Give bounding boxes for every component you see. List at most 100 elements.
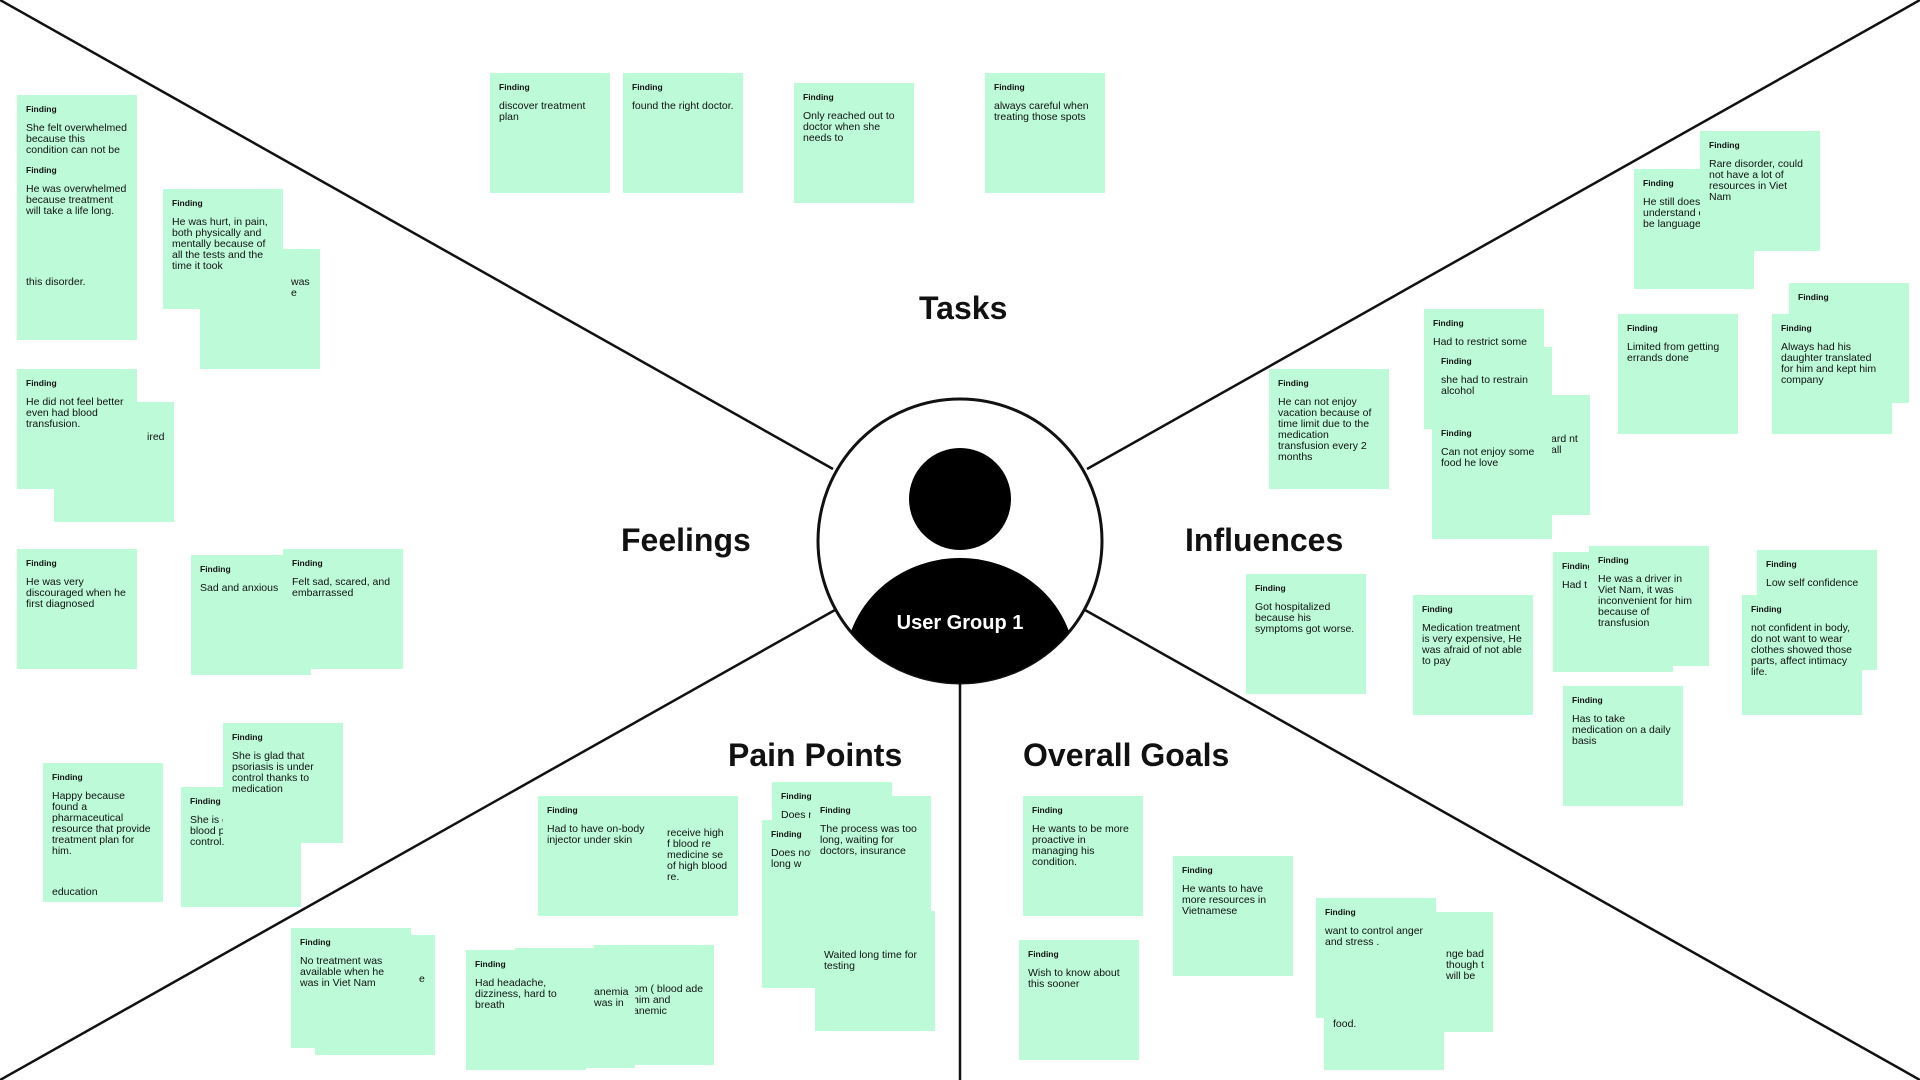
sticky-note[interactable]: Finding not confident in body, do not wan…: [1742, 595, 1862, 715]
sticky-note[interactable]: Finding He did not feel better even had b…: [17, 369, 137, 489]
note-text: she had to restrain alcohol: [1441, 374, 1528, 397]
note-tag: Finding: [1441, 428, 1472, 438]
note-text: He wants to have more resources in Vietn…: [1182, 883, 1267, 917]
sticky-note[interactable]: Finding found the right doctor.: [623, 73, 743, 193]
note-text: om ( blood ade him and anemic: [633, 983, 704, 1017]
note-tag: Finding: [1709, 140, 1740, 150]
note-tag: Finding: [200, 564, 231, 574]
note-tag: Finding: [1433, 318, 1464, 328]
note-tag: Finding: [632, 82, 663, 92]
note-tag: Finding: [1751, 604, 1782, 614]
note-tag: Finding: [26, 378, 57, 388]
note-text: He wants to be more proactive in managin…: [1032, 823, 1129, 868]
note-text: He was hurt, in pain, both physically an…: [172, 216, 268, 272]
section-title-overall-goals: Overall Goals: [1023, 737, 1230, 773]
note-text: Had headache, dizziness, hard to breath: [475, 977, 557, 1011]
note-text: The process was too long, waiting for do…: [820, 823, 917, 857]
note-text: food.: [1333, 1018, 1357, 1030]
section-title-tasks: Tasks: [919, 290, 1008, 326]
note-text: ard nt all: [1551, 433, 1578, 456]
note-text: not confident in body, do not want to we…: [1751, 622, 1852, 678]
note-text: Low self confidence: [1766, 577, 1859, 589]
section-title-pain-points: Pain Points: [728, 737, 903, 773]
sticky-note[interactable]: Finding He wants to be more proactive in …: [1023, 796, 1143, 916]
note-text: discover treatment plan: [499, 100, 586, 123]
note-tag: Finding: [1441, 356, 1472, 366]
sticky-note[interactable]: Finding He wants to have more resources i…: [1173, 856, 1293, 976]
sticky-note[interactable]: Finding He was overwhelmed because treatm…: [17, 156, 137, 340]
note-tag: Finding: [771, 829, 802, 839]
note-tag: Finding: [1278, 378, 1309, 388]
note-tag: Finding: [1422, 604, 1453, 614]
note-tag: Finding: [781, 791, 812, 801]
note-text: e: [419, 973, 425, 985]
persona-avatar: User Group 1: [815, 396, 1105, 686]
note-text: He was a driver in Viet Nam, it was inco…: [1598, 573, 1692, 629]
divider-line-top-right: [1086, 0, 1920, 471]
sticky-note[interactable]: Finding He can not enjoy vacation because…: [1269, 369, 1389, 489]
note-tag: Finding: [1643, 178, 1674, 188]
note-tag: Finding: [1627, 323, 1658, 333]
note-tag: Finding: [1572, 695, 1603, 705]
note-tag: Finding: [820, 805, 851, 815]
note-tag: Finding: [1766, 559, 1797, 569]
note-text: found the right doctor.: [632, 100, 734, 112]
note-tag: Finding: [1182, 865, 1213, 875]
note-text: He was overwhelmed because treatment wil…: [26, 183, 127, 217]
divider-line-bottom-right: [1084, 608, 1920, 1080]
note-text: Had to have on-body injector under skin: [547, 823, 645, 846]
note-tag: Finding: [803, 92, 834, 102]
note-text: He can not enjoy vacation because of tim…: [1278, 396, 1372, 463]
sticky-note[interactable]: Waited long time for testing: [815, 911, 935, 1031]
note-text: He still does understand condition be la…: [1643, 196, 1741, 230]
note-text: Got hospitalized because his symptoms go…: [1255, 601, 1355, 635]
note-tag: Finding: [232, 732, 263, 742]
note-text: Felt sad, scared, and embarrassed: [292, 576, 391, 599]
note-text: want to control anger and stress .: [1325, 925, 1424, 948]
divider-line-bottom-left: [0, 608, 836, 1080]
note-text: Wish to know about this sooner: [1028, 967, 1120, 990]
note-tag: Finding: [26, 165, 57, 175]
note-text: Does n: [781, 809, 815, 821]
note-tag: Finding: [52, 772, 83, 782]
sticky-note[interactable]: Finding No treatment was available when h…: [291, 928, 411, 1048]
note-tag: Finding: [1032, 805, 1063, 815]
note-text: He did not feel better even had blood tr…: [26, 396, 124, 430]
note-tag: Finding: [300, 937, 331, 947]
note-text: Had to restrict some: [1433, 336, 1527, 348]
note-tag: Finding: [26, 104, 57, 114]
note-text: education: [52, 886, 98, 898]
note-tag: Finding: [292, 558, 323, 568]
note-text: No treatment was available when he was i…: [300, 955, 385, 989]
note-text: always careful when treating those spots: [994, 100, 1089, 123]
persona-label: User Group 1: [896, 612, 1024, 634]
note-text: Sad and anxious: [200, 582, 279, 594]
note-tag: Finding: [475, 959, 506, 969]
avatar-head: [909, 448, 1011, 550]
note-text: anemia was in: [594, 986, 629, 1009]
note-text: was e: [291, 276, 310, 299]
